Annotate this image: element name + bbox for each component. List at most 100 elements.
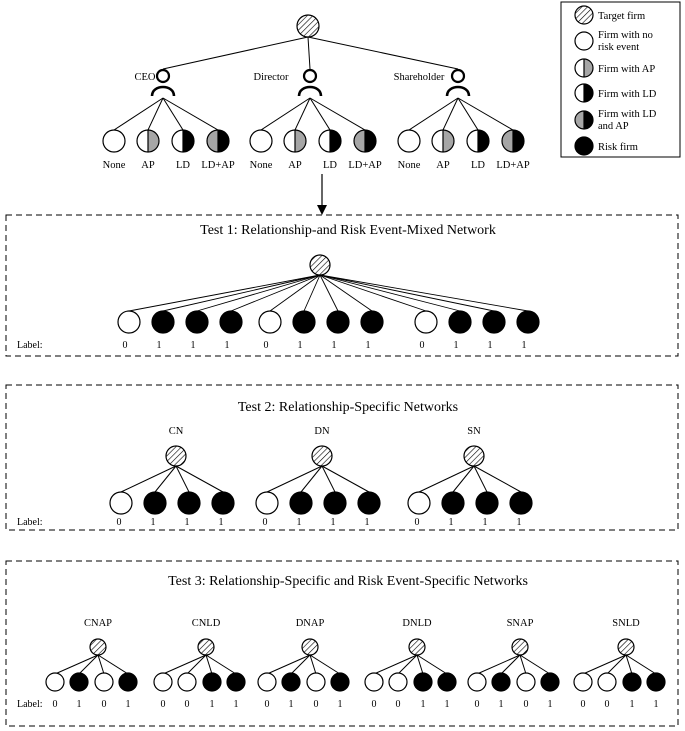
test3-firm-node: [491, 672, 511, 692]
legend-none-symbol: [574, 31, 594, 51]
top-ceo-ap-node: [136, 129, 160, 153]
test1-firm-node: [292, 310, 316, 334]
test3-label-value: 0: [53, 699, 58, 710]
test1-edge: [162, 274, 321, 312]
legend-ldap-label: Firm with LD: [598, 109, 657, 120]
test3-label-value: 0: [581, 699, 586, 710]
test1-edge: [303, 274, 321, 312]
test1-firm-node: [326, 310, 350, 334]
test1-edge: [230, 274, 321, 312]
relationship-child-edge: [442, 97, 459, 131]
test3-label-value: 0: [161, 699, 166, 710]
test3-firm-node: [573, 672, 593, 692]
test2-label-value: 1: [365, 517, 370, 528]
test2-target-node: [463, 445, 485, 467]
test3-label-value: 0: [185, 699, 190, 710]
relationship-child-edge: [162, 97, 184, 131]
test2-target-node: [311, 445, 333, 467]
test2-group-name: CN: [169, 426, 184, 437]
relationship-child-edge: [260, 97, 311, 131]
target-firm-node: [296, 14, 320, 38]
test3-target-node: [301, 638, 319, 656]
test3-firm-node: [364, 672, 384, 692]
test2-label-value: 1: [331, 517, 336, 528]
relationship-label-director: Director: [254, 72, 289, 83]
legend-target-label: Target firm: [598, 11, 645, 22]
test2-firm-node: [357, 491, 381, 515]
test3-label-value: 0: [524, 699, 529, 710]
relationship-child-edge: [147, 97, 164, 131]
top-node-label: None: [250, 160, 273, 171]
test3-label-value: 1: [210, 699, 215, 710]
test3-edge: [625, 654, 657, 675]
test3-edge: [78, 654, 99, 675]
test3-label-value: 0: [265, 699, 270, 710]
top-node-label: None: [103, 160, 126, 171]
test3-group-name: CNLD: [192, 618, 221, 629]
person-director-icon: [297, 68, 323, 97]
test1-edge: [319, 274, 529, 312]
relationship-label-ceo: CEO: [135, 72, 156, 83]
test3-group-name: DNLD: [402, 618, 432, 629]
test3-label-value: 1: [654, 699, 659, 710]
test3-firm-node: [622, 672, 642, 692]
test3-edge: [416, 654, 424, 675]
test2-firm-node: [177, 491, 201, 515]
test1-label-value: 0: [420, 340, 425, 351]
top-node-label: AP: [141, 160, 155, 171]
test2-group-name: DN: [314, 426, 330, 437]
test3-edge: [54, 654, 99, 675]
person-ceo-icon: [150, 68, 176, 97]
test3-edge: [205, 654, 237, 675]
test3-edge: [266, 654, 311, 675]
test2-label-value: 0: [263, 517, 268, 528]
test3-box: [5, 560, 679, 727]
test2-firm-node: [109, 491, 133, 515]
test3-edge: [97, 654, 105, 675]
test2-firm-node: [509, 491, 533, 515]
top-shareholder-ldap-node: [501, 129, 525, 153]
test3-label-value: 0: [372, 699, 377, 710]
test3-label-value: 1: [234, 699, 239, 710]
test3-group-name: SNAP: [507, 618, 534, 629]
test2-edge: [321, 465, 370, 493]
test1-edge: [319, 274, 339, 312]
test2-title: Test 2: Relationship-Specific Networks: [238, 400, 458, 415]
test3-firm-node: [226, 672, 246, 692]
top-node-label: AP: [436, 160, 450, 171]
top-node-label: LD: [176, 160, 190, 171]
test2-label-value: 1: [151, 517, 156, 528]
test1-edge: [269, 274, 321, 312]
relationship-edge: [307, 36, 459, 70]
test3-edge: [500, 654, 521, 675]
relationship-child-edge: [113, 97, 164, 131]
test1-label-value: 1: [191, 340, 196, 351]
test3-edge: [309, 654, 317, 675]
test1-firm-node: [151, 310, 175, 334]
relationship-label-shareholder: Shareholder: [394, 72, 445, 83]
test2-edge: [120, 465, 177, 493]
test2-firm-node: [289, 491, 313, 515]
test3-edge: [582, 654, 627, 675]
top-director-ap-node: [283, 129, 307, 153]
test3-label-value: 0: [605, 699, 610, 710]
test2-label-value: 0: [117, 517, 122, 528]
top-node-label: AP: [288, 160, 302, 171]
test1-edge: [319, 274, 427, 312]
legend-ld-label: Firm with LD: [598, 89, 657, 100]
legend-ap-symbol: [574, 58, 594, 78]
test1-firm-node: [482, 310, 506, 334]
top-shareholder-ld-node: [466, 129, 490, 153]
top-node-label: LD: [323, 160, 337, 171]
test2-label-value: 1: [483, 517, 488, 528]
relationship-child-edge: [294, 97, 311, 131]
test3-label-value: 0: [396, 699, 401, 710]
test1-edge: [196, 274, 321, 312]
legend-ap-label: Firm with AP: [598, 64, 655, 75]
test3-target-node: [197, 638, 215, 656]
test1-label-value: 1: [157, 340, 162, 351]
test3-label-text: Label:: [17, 699, 43, 710]
relationship-child-edge: [309, 97, 331, 131]
